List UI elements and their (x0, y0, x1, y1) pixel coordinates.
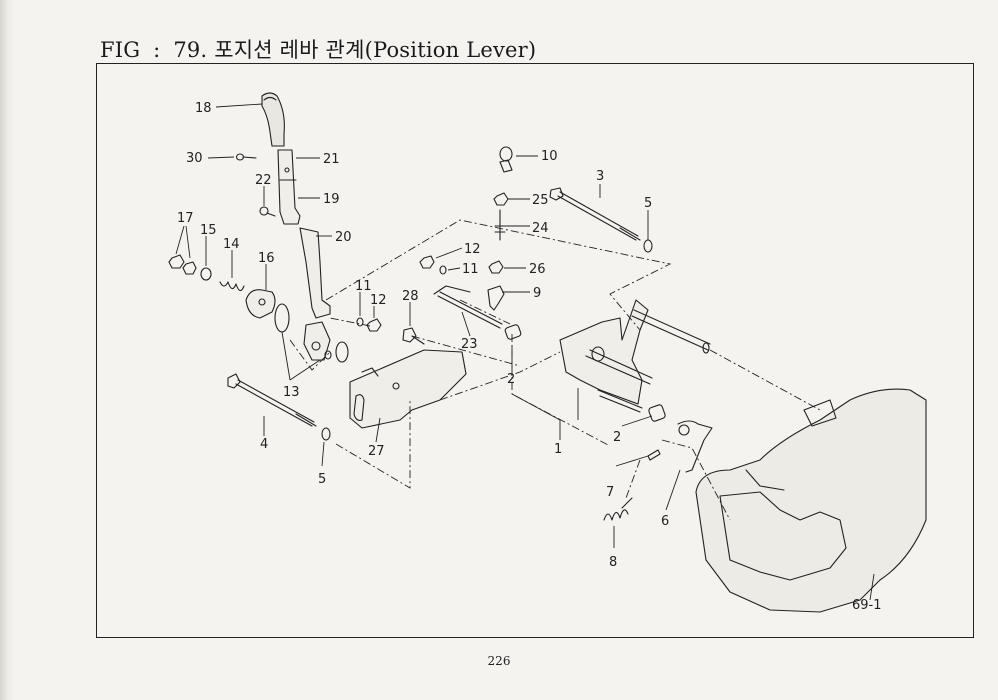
title-english: (Position Lever) (364, 38, 537, 62)
callout-69-1: 69-1 (852, 598, 882, 613)
callout-5-lower: 5 (318, 472, 326, 487)
diagram-frame (96, 63, 974, 638)
pin-part-7 (647, 449, 661, 461)
bolt-part-24 (494, 209, 506, 241)
callout-11-right: 11 (462, 262, 479, 277)
callout-6: 6 (661, 514, 669, 529)
callout-7: 7 (606, 485, 614, 500)
callout-4: 4 (260, 437, 268, 452)
dashed-alignment-lines (289, 219, 821, 521)
washer-part-5-top (643, 239, 653, 253)
callout-3: 3 (596, 169, 604, 184)
callout-21: 21 (323, 152, 340, 167)
callout-18: 18 (195, 101, 212, 116)
rod-part-23 (433, 285, 503, 329)
washer-part-15 (200, 267, 212, 281)
callout-5-top: 5 (644, 196, 652, 211)
bushing-part-2 (504, 324, 522, 340)
callout-labels: 18 30 21 22 19 20 17 15 14 16 11 12 13 2… (177, 101, 882, 613)
long-bolt-part-3 (549, 187, 641, 241)
fig-label: FIG (100, 38, 141, 62)
callout-15: 15 (200, 223, 217, 238)
long-bolt-part-4 (227, 373, 317, 427)
nut-part-26 (488, 260, 504, 274)
callout-2-left: 2 (507, 372, 515, 387)
spring-part-14 (219, 281, 245, 292)
nut-part-25 (493, 192, 509, 206)
lever-knob-part-18 (261, 92, 285, 147)
callout-30: 30 (186, 151, 203, 166)
callout-27: 27 (368, 444, 385, 459)
callout-28: 28 (402, 289, 419, 304)
fig-number: 79. (173, 38, 208, 62)
fig-separator: : (153, 38, 161, 62)
callout-2-right: 2 (613, 430, 621, 445)
nut-part-17 (168, 254, 197, 275)
page-binding-shadow (0, 0, 14, 700)
callout-11-left: 11 (355, 279, 372, 294)
callout-10: 10 (541, 149, 558, 164)
bushing-part-2-lower (648, 404, 666, 422)
ball-joint-part-10 (499, 146, 513, 173)
transmission-housing-part-69-1 (695, 388, 927, 613)
callout-13: 13 (283, 385, 300, 400)
title-korean: 포지션 레바 관계 (214, 38, 365, 62)
bracket-part-27 (349, 349, 467, 429)
lever-plate-part-21-19 (277, 149, 301, 225)
washer-part-5-lower (321, 427, 331, 441)
spring-part-8 (603, 497, 633, 521)
bracket-assembly-part-1 (559, 299, 711, 413)
nut-washer-part-12-11 (419, 255, 447, 275)
leader-lines (175, 103, 875, 601)
washer-nut-part-11-12 (356, 317, 382, 332)
callout-20: 20 (335, 230, 352, 245)
link-part-6 (677, 420, 713, 473)
bolt-part-28 (402, 327, 425, 345)
page-number: 226 (487, 654, 511, 668)
callout-12-left: 12 (370, 293, 387, 308)
lever-arm-part-20 (299, 227, 331, 361)
callout-19: 19 (323, 192, 340, 207)
callout-1: 1 (554, 442, 562, 457)
callout-9: 9 (533, 286, 541, 301)
callout-17: 17 (177, 211, 194, 226)
screw-part-30 (235, 153, 257, 161)
callout-22: 22 (255, 173, 272, 188)
pin-part-9 (487, 285, 505, 311)
callout-26: 26 (529, 262, 546, 277)
callout-23: 23 (461, 337, 478, 352)
bolt-part-22 (259, 206, 276, 217)
callout-25: 25 (532, 193, 549, 208)
callout-8: 8 (609, 555, 617, 570)
bracket-plate-part-16 (245, 289, 276, 319)
callout-16: 16 (258, 251, 275, 266)
figure-title: FIG : 79. 포지션 레바 관계(Position Lever) (100, 34, 536, 64)
callout-24: 24 (532, 221, 549, 236)
callout-14: 14 (223, 237, 240, 252)
callout-12-right: 12 (464, 242, 481, 257)
